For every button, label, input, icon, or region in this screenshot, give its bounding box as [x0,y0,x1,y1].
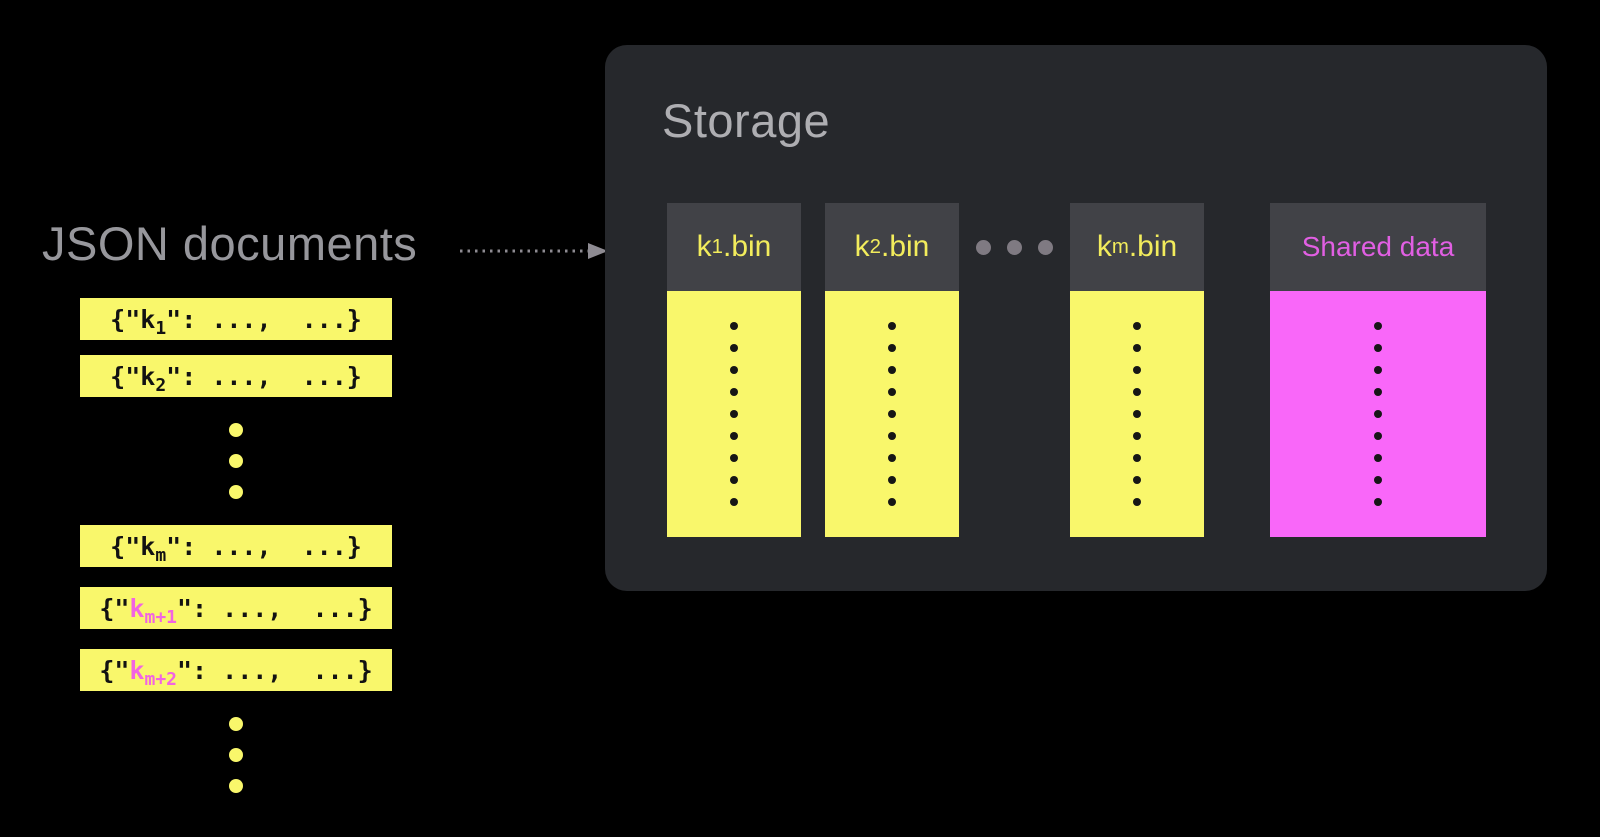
ellipsis-dot [229,748,243,762]
record-dot [1133,344,1141,352]
column-body [825,291,959,537]
record-dot [888,410,896,418]
json-document-text: {"km": ..., ...} [110,531,362,566]
record-dot [1133,410,1141,418]
column-header-label: Shared data [1270,203,1486,291]
record-dot [1374,322,1382,330]
record-dot [888,344,896,352]
json-document-key: km+1 [129,593,177,628]
json-document-text: {"km+1": ..., ...} [99,593,373,628]
vertical-ellipsis [80,397,392,525]
column-body [667,291,801,537]
record-dot [1133,454,1141,462]
record-dot [1374,476,1382,484]
horizontal-ellipsis [959,203,1070,291]
column-body [1070,291,1204,537]
ellipsis-dot [1007,239,1022,255]
record-dot [1374,366,1382,374]
record-dot [730,498,738,506]
json-document-key: k2 [140,361,167,396]
record-dot [730,344,738,352]
record-dot [888,432,896,440]
record-dot [1133,476,1141,484]
record-dot [730,454,738,462]
record-dot [888,322,896,330]
ellipsis-dot [1038,239,1053,255]
column-body [1270,291,1486,537]
record-dot [1133,388,1141,396]
ellipsis-dot [976,239,991,255]
record-dot [730,410,738,418]
record-dot [730,476,738,484]
json-document-text: {"k2": ..., ...} [110,361,362,396]
json-document-key: km [140,531,167,566]
record-dot [730,322,738,330]
record-dot [1374,432,1382,440]
record-dot [1133,498,1141,506]
record-dot [730,432,738,440]
record-dot [1374,454,1382,462]
ellipsis-dot [229,485,243,499]
json-document-bar: {"km+2": ..., ...} [80,649,392,691]
record-dot [888,366,896,374]
record-dot [730,366,738,374]
record-dot [1133,322,1141,330]
ellipsis-dot [229,454,243,468]
record-dot [888,454,896,462]
json-documents-label: JSON documents [42,217,418,270]
record-dot [730,388,738,396]
ellipsis-dot [229,423,243,437]
record-dot [1374,498,1382,506]
vertical-ellipsis [80,691,392,819]
record-dot [1133,366,1141,374]
arrow-json-to-storage [460,243,608,259]
record-dot [888,388,896,396]
arrow-head-icon [588,243,608,259]
ellipsis-dot [229,779,243,793]
record-dot [1133,432,1141,440]
record-dot [1374,388,1382,396]
json-document-key: km+2 [129,655,177,690]
storage-title: Storage [662,94,831,147]
json-document-key: k1 [140,304,167,339]
json-document-bar: {"k2": ..., ...} [80,355,392,397]
json-document-text: {"km+2": ..., ...} [99,655,373,690]
json-document-bar: {"km": ..., ...} [80,525,392,567]
json-document-bar: {"km+1": ..., ...} [80,587,392,629]
json-documents-list: {"k1": ..., ...} {"k2": ..., ...} {"km": .… [80,298,392,819]
record-dot [1374,344,1382,352]
record-dot [1374,410,1382,418]
ellipsis-dot [229,717,243,731]
record-dot [888,498,896,506]
storage-column-shared: Shared data [1270,203,1486,537]
record-dot [888,476,896,484]
json-document-bar: {"k1": ..., ...} [80,298,392,340]
json-document-text: {"k1": ..., ...} [110,304,362,339]
